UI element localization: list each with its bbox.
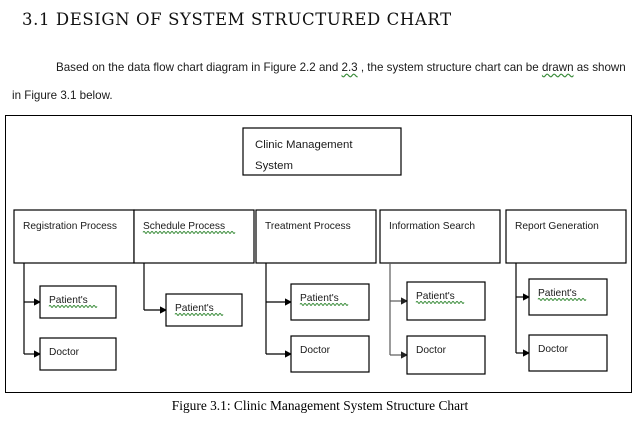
process-node-label-information-search: Information Search [389,221,475,232]
leaf-node-label-rep-doctor: Doctor [538,344,569,355]
leaf-node-label-reg-doctor: Doctor [49,347,80,358]
arrow-head-tre-doctor [285,350,292,358]
paragraph-text-part2: , the system structure chart can be [357,60,542,74]
root-node-label-line2: System [255,160,293,172]
root-node-label-line1: Clinic Management [255,139,353,151]
process-node-box-registration-process[interactable] [13,209,135,264]
process-node-box-information-search[interactable] [379,209,501,264]
arrow-head-inf-doctor [401,351,408,359]
leaf-node-box-inf-patients[interactable] [406,281,486,321]
process-node-box-report-generation[interactable] [505,209,627,264]
leaf-node-box-tre-patients[interactable] [290,283,370,321]
arrow-head-inf-patients [401,297,408,305]
arrow-head-sch-patients [160,306,167,314]
leaf-node-label-reg-patients: Patient's [49,295,88,306]
spellcheck-underline [142,230,236,234]
arrow-head-tre-patients [285,298,292,306]
arrow-head-reg-patients [34,298,41,306]
arrow-head-rep-patients [523,293,530,301]
spellcheck-underline [48,304,98,308]
spellcheck-underline [415,300,465,304]
process-node-box-treatment-process[interactable] [255,209,377,264]
process-node-label-treatment-process: Treatment Process [265,221,351,232]
misspelled-word-drawn: drawn [541,60,574,74]
leaf-node-box-rep-patients[interactable] [528,278,608,316]
leaf-node-label-tre-doctor: Doctor [300,345,331,356]
leaf-node-label-sch-patients: Patient's [175,303,214,314]
process-node-box-schedule-process[interactable] [133,209,255,264]
arrow-head-rep-doctor [523,349,530,357]
process-node-label-report-generation: Report Generation [515,221,599,232]
root-node-box[interactable] [242,127,402,176]
spellcheck-underline [299,302,349,306]
spellcheck-underline [174,312,224,316]
intro-paragraph: Based on the data flow chart diagram in … [12,54,630,110]
paragraph-text-part3: as shown in Figure 3.1 below. [12,60,626,102]
misspelled-word-2-3: 2.3 [341,60,358,74]
process-node-label-schedule-process: Schedule Process [143,221,225,232]
arrow-head-reg-doctor [34,350,41,358]
leaf-node-box-reg-patients[interactable] [39,285,117,319]
figure-caption: Figure 3.1: Clinic Management System Str… [171,398,469,413]
leaf-node-label-inf-doctor: Doctor [416,345,447,356]
leaf-node-box-reg-doctor[interactable] [39,337,117,371]
process-node-label-registration-process: Registration Process [23,221,117,232]
leaf-node-box-rep-doctor[interactable] [528,334,608,372]
leaf-node-label-tre-patients: Patient's [300,293,339,304]
leaf-node-box-sch-patients[interactable] [165,293,243,327]
spellcheck-underline [537,297,587,301]
leaf-node-box-tre-doctor[interactable] [290,335,370,373]
leaf-node-box-inf-doctor[interactable] [406,335,486,375]
leaf-node-label-inf-patients: Patient's [416,291,455,302]
paragraph-text-part1: Based on the data flow chart diagram in … [56,60,342,74]
page-title: 3.1 DESIGN OF SYSTEM STRUCTURED CHART [22,10,452,29]
leaf-node-label-rep-patients: Patient's [538,288,577,299]
